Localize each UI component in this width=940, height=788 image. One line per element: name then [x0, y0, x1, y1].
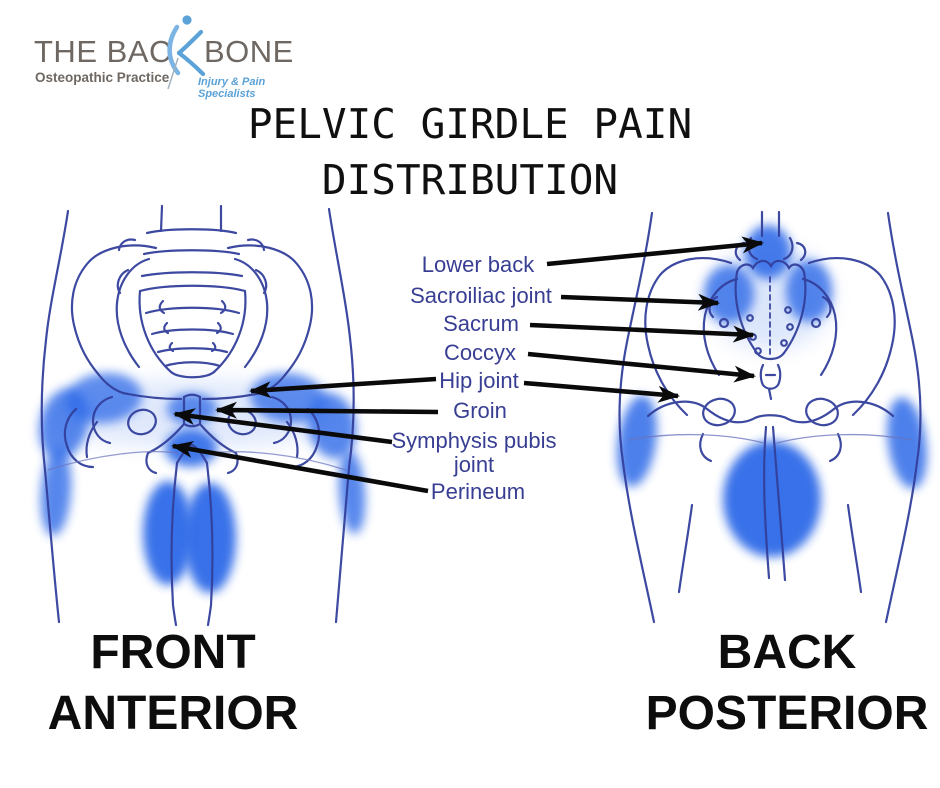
arrow-groin: [215, 401, 439, 419]
page-title: PELVIC GIRDLE PAIN DISTRIBUTION: [0, 96, 940, 208]
page-title-line1: PELVIC GIRDLE PAIN: [247, 100, 693, 148]
arrow-lower-back: [546, 236, 764, 267]
caption-back-line1: BACK: [717, 626, 857, 679]
leaping-figure-icon: [167, 15, 206, 90]
pain-perineum-back: [723, 441, 821, 557]
caption-front-line2: ANTERIOR: [47, 687, 299, 740]
label-symphysis-pubis-joint: Symphysis pubis joint: [391, 428, 557, 477]
arrow-coccyx: [527, 351, 756, 383]
arrow-sacrum: [529, 322, 755, 343]
logo-tagline: Injury & Pain Specialists: [198, 76, 266, 100]
caption-back-line2: POSTERIOR: [645, 687, 929, 740]
caption-front-anterior: FRONT ANTERIOR: [48, 622, 299, 744]
arrow-hip-joint-right: [523, 380, 680, 403]
pain-front-lateral-left-upper: [39, 388, 89, 460]
pain-back-lateral-left: [617, 395, 657, 487]
label-arrows: [171, 236, 764, 494]
logo-text-right: BONE: [204, 34, 294, 69]
label-groin: Groin: [453, 398, 507, 423]
pain-front-thigh-right: [184, 483, 236, 593]
arrow-hip-joint-left: [249, 376, 437, 399]
pain-sacroiliac-right: [786, 260, 832, 322]
pain-back-lateral-right: [887, 397, 927, 489]
pain-front-thigh-left: [143, 481, 193, 585]
logo-subtitle: Osteopathic Practice: [35, 70, 170, 85]
clinic-logo: THE BAC BONE Osteopathic Practice Injury…: [30, 12, 320, 100]
page-title-line2: DISTRIBUTION: [321, 156, 619, 204]
logo-text-left: THE BAC: [34, 34, 172, 69]
label-hip-joint: Hip joint: [439, 368, 519, 393]
arrow-sacroiliac-joint: [560, 293, 720, 311]
pain-front-lateral-right-lower: [338, 450, 366, 534]
label-sacroiliac-joint: Sacroiliac joint: [410, 283, 552, 308]
pain-lower-back: [745, 225, 791, 279]
label-perineum: Perineum: [430, 479, 526, 504]
label-sacrum: Sacrum: [443, 311, 519, 336]
arrow-symphysis-pubis: [173, 408, 393, 445]
caption-back-posterior: BACK POSTERIOR: [646, 622, 929, 744]
label-lower-back: Lower back: [421, 252, 535, 277]
arrow-perineum: [171, 441, 429, 494]
label-coccyx: Coccyx: [443, 340, 517, 365]
caption-front-line1: FRONT: [90, 626, 256, 679]
